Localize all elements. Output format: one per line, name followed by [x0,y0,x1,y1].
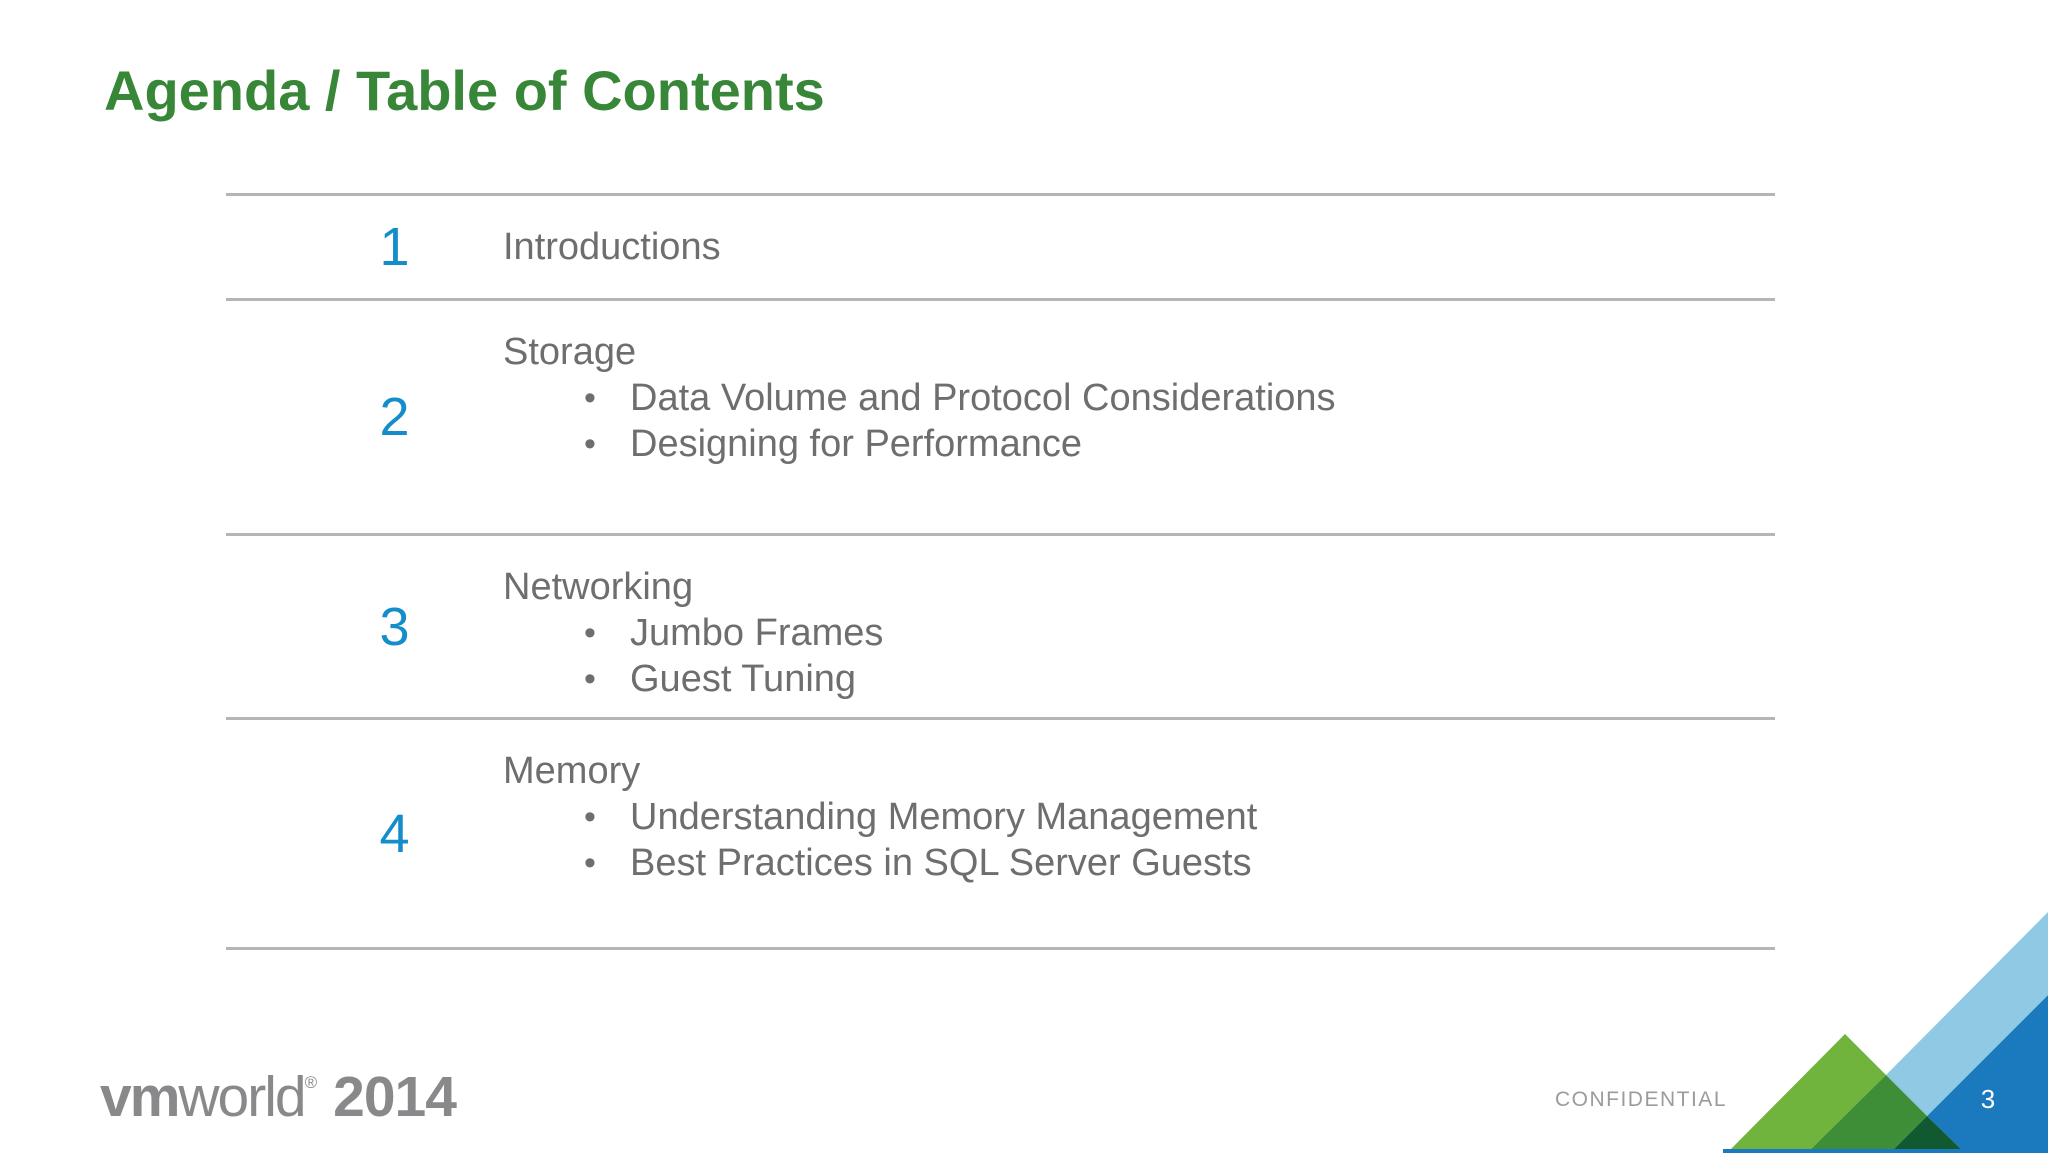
agenda-section-title: Storage [503,331,637,373]
agenda-row-number: 4 [379,803,410,864]
agenda-row-content: Storage Data Volume and Protocol Conside… [503,301,1775,533]
confidential-label: CONFIDENTIAL [1554,1088,1727,1111]
logo-world: world [178,1065,306,1129]
agenda-section-title: Introductions [503,226,721,268]
agenda-bullet-item: Designing for Performance [503,421,1775,467]
agenda-row-content: Memory Understanding Memory ManagementBe… [503,720,1775,947]
corner-bottom-blue-strip [1723,1149,2048,1153]
agenda-bullet-item: Jumbo Frames [503,610,1775,656]
agenda-bullets: Understanding Memory ManagementBest Prac… [503,794,1775,886]
agenda-bullet-item: Best Practices in SQL Server Guests [503,840,1775,886]
agenda-bullets: Data Volume and Protocol ConsiderationsD… [503,375,1775,467]
agenda-table: 1 Introductions 2 Storage Data Volume an… [226,193,1775,950]
agenda-row-number: 2 [379,387,410,447]
corner-dark-green-overlap [1890,1116,1965,1153]
agenda-row-number: 3 [379,596,410,657]
logo-vm: vm [100,1065,180,1129]
agenda-row-content: Networking Jumbo FramesGuest Tuning [503,536,1775,717]
slide-title: Agenda / Table of Contents [104,59,825,122]
agenda-row: 4 Memory Understanding Memory Management… [226,717,1775,950]
corner-dark-blue-triangle [1927,995,2048,1153]
agenda-row: 3 Networking Jumbo FramesGuest Tuning [226,533,1775,717]
agenda-row-content: Introductions [503,196,1775,298]
agenda-bullet-item: Data Volume and Protocol Considerations [503,375,1775,421]
logo-year: 2014 [333,1065,457,1129]
agenda-row-number: 1 [379,217,410,277]
corner-light-green-triangle [1727,1034,1886,1153]
agenda-section-title: Networking [503,566,694,608]
agenda-bullet-item: Guest Tuning [503,656,1775,702]
agenda-bullets: Jumbo FramesGuest Tuning [503,610,1775,702]
logo-registered-mark: ® [304,1073,318,1092]
page-number: 3 [1980,1084,1996,1114]
agenda-row: 1 Introductions [226,193,1775,298]
vmworld-2014-logo: vmworld® 2014 [100,1064,457,1130]
agenda-bullet-item: Understanding Memory Management [503,794,1775,840]
corner-mid-green-overlap [1807,1075,1927,1153]
agenda-row: 2 Storage Data Volume and Protocol Consi… [226,298,1775,533]
agenda-section-title: Memory [503,750,641,792]
